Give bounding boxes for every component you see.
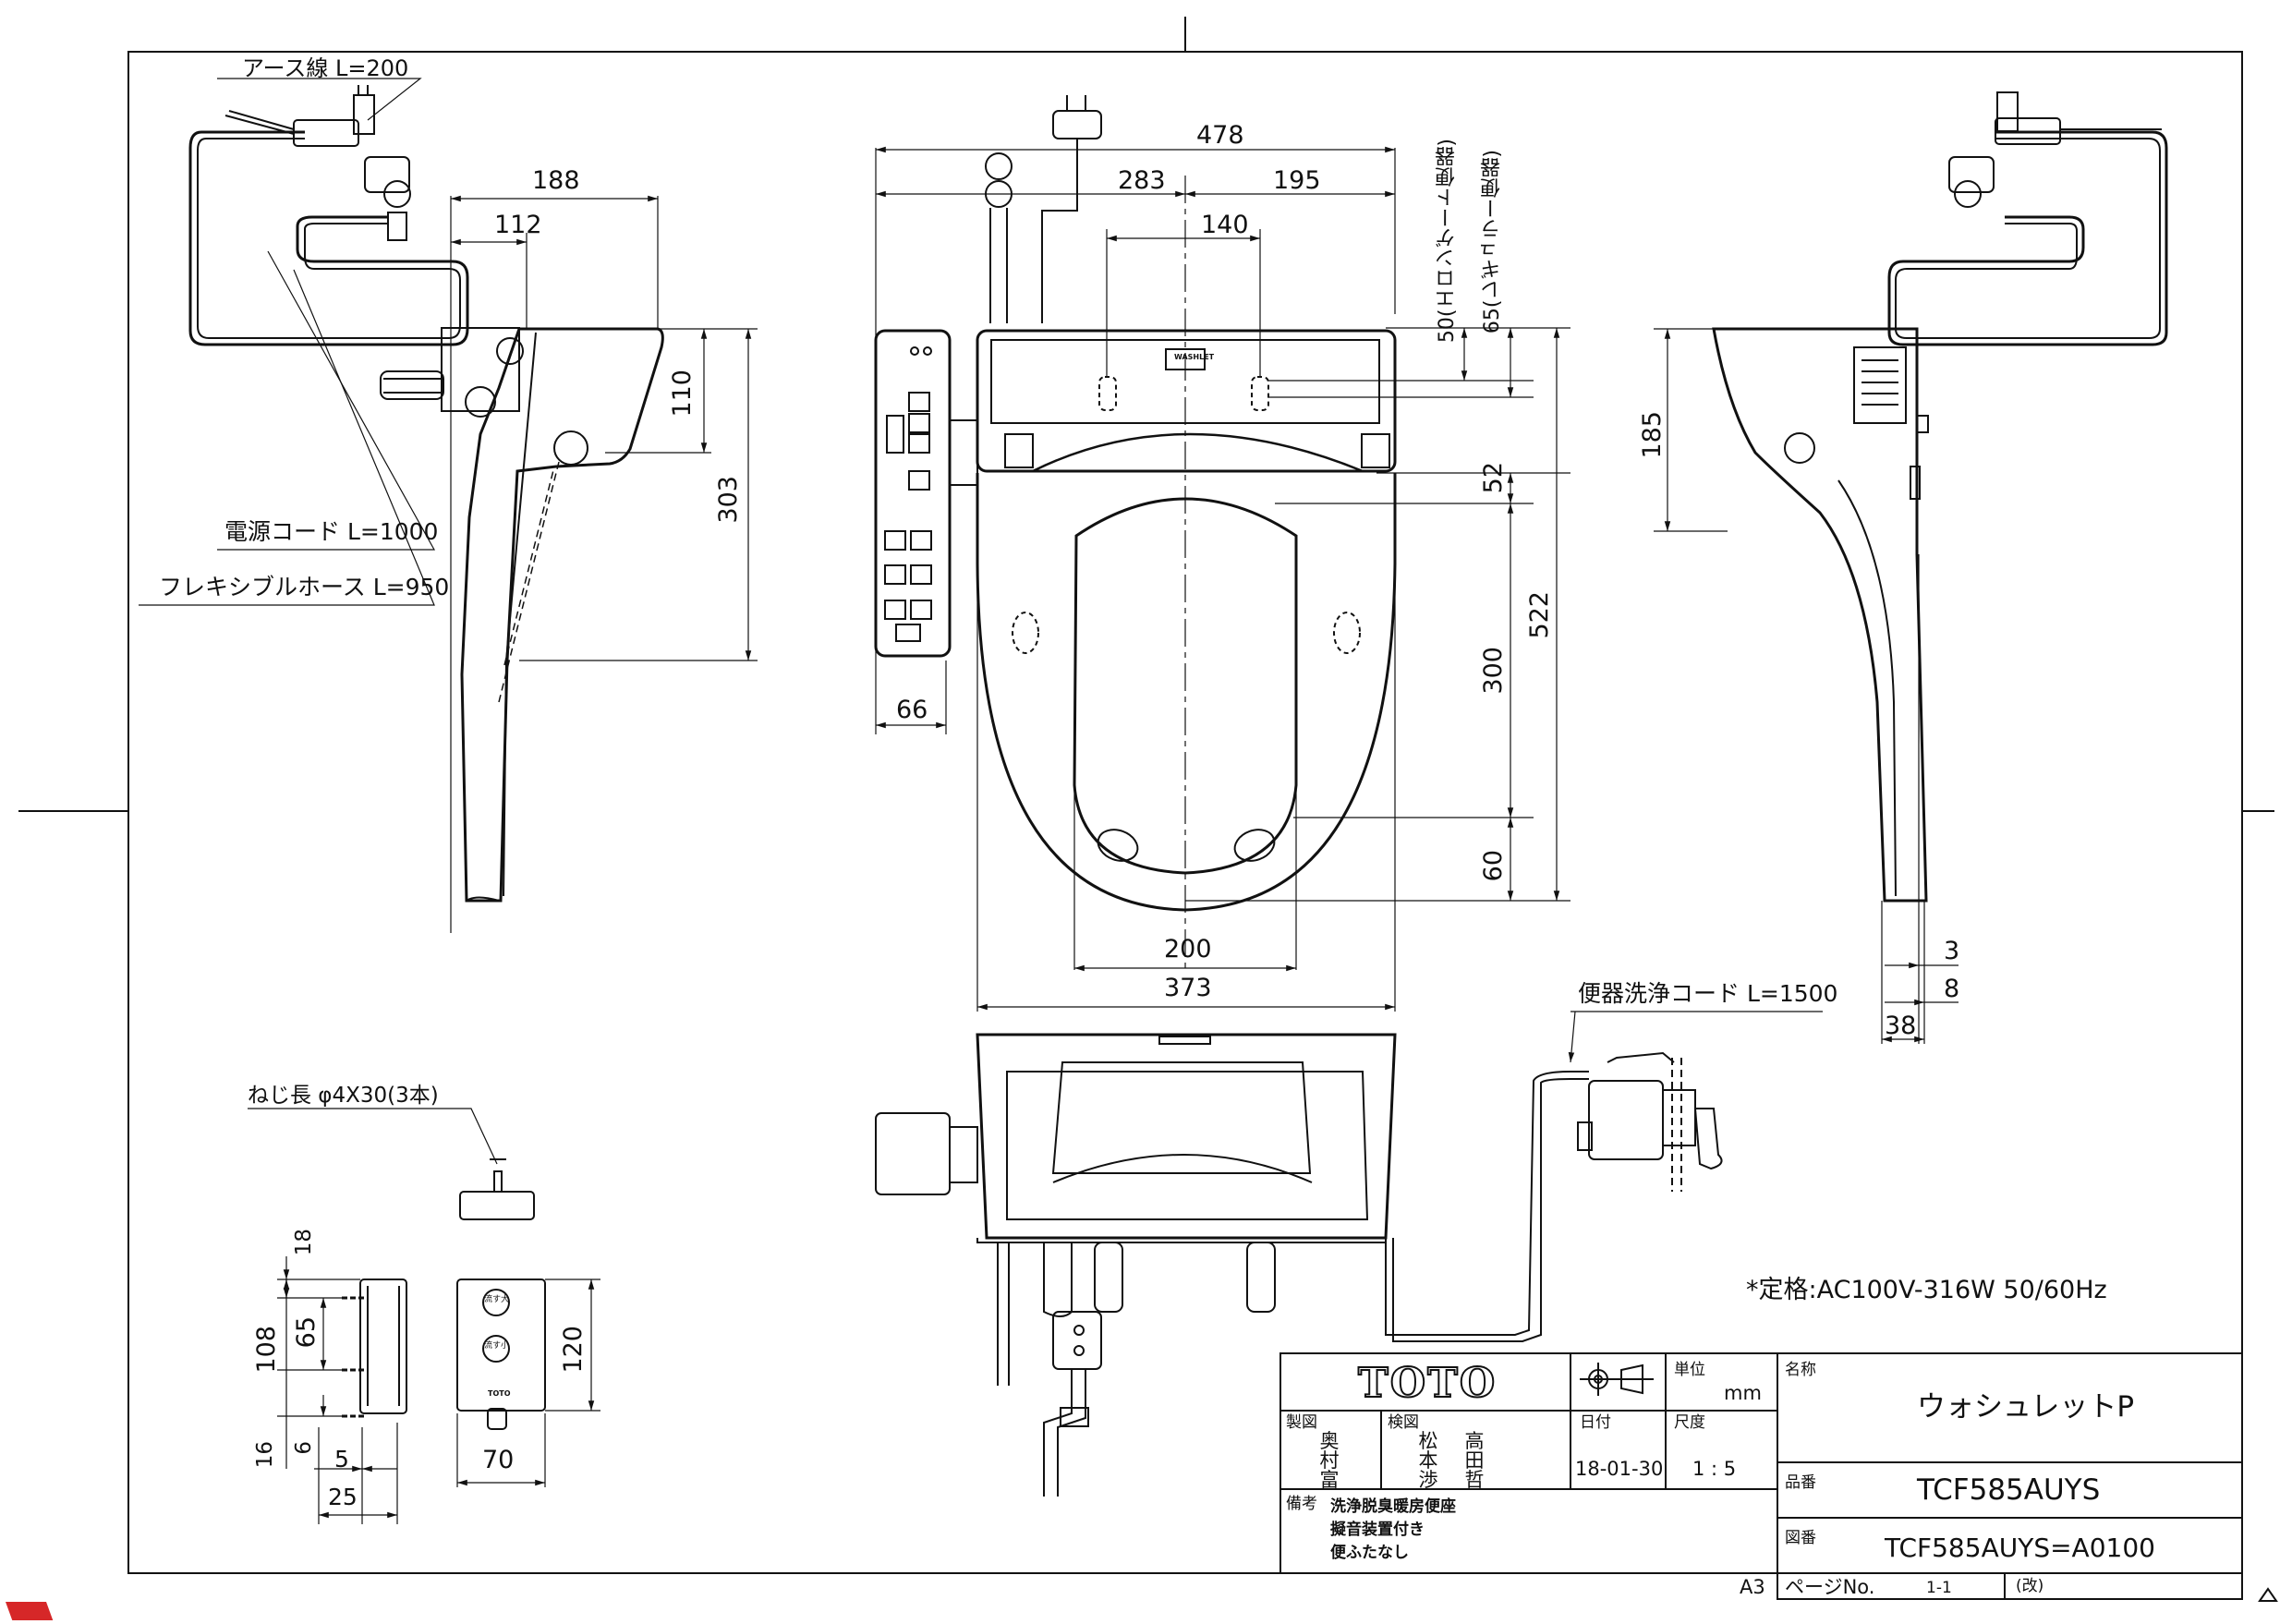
dim-25: 25 xyxy=(328,1484,358,1510)
drawing-no-label: 図番 xyxy=(1785,1529,1816,1547)
dim-65-regular: 65(レギュラー便器) xyxy=(1481,150,1504,334)
unit-value: mm xyxy=(1724,1382,1762,1404)
revision-triangle-icon xyxy=(2258,1587,2278,1602)
drawn-label: 製図 xyxy=(1286,1413,1317,1432)
screw-label: ねじ長 φ4X30(3本) xyxy=(248,1084,439,1108)
dim-6: 6 xyxy=(292,1441,316,1455)
remarks-label: 備考 xyxy=(1286,1495,1317,1513)
dim-60: 60 xyxy=(1479,850,1508,882)
dim-140: 140 xyxy=(1201,211,1249,239)
dim-16: 16 xyxy=(253,1441,277,1469)
revision-label: (改) xyxy=(2016,1577,2044,1595)
page-label: ページNo. xyxy=(1785,1576,1875,1598)
top-view xyxy=(874,95,1570,1012)
page-value: 1-1 xyxy=(1926,1579,1952,1597)
unit-label: 単位 xyxy=(1674,1361,1705,1379)
dim-185: 185 xyxy=(1638,411,1667,459)
dim-70: 70 xyxy=(482,1446,515,1474)
dim-52: 52 xyxy=(1479,462,1508,494)
left-side-view xyxy=(139,78,758,933)
dim-8: 8 xyxy=(1944,975,1960,1003)
dim-112: 112 xyxy=(494,211,542,239)
remote-views xyxy=(277,1256,600,1524)
right-side-view xyxy=(1654,91,2168,1044)
dim-50-elongated: 50(エロンゲート便器) xyxy=(1436,139,1459,344)
dim-5: 5 xyxy=(334,1446,349,1473)
remote-brand: TOTO xyxy=(488,1389,511,1398)
dim-522: 522 xyxy=(1525,591,1554,639)
dim-188: 188 xyxy=(532,166,580,195)
flush-cord-label: 便器洗浄コード L=1500 xyxy=(1578,980,1838,1007)
power-cord-label: 電源コード L=1000 xyxy=(224,518,439,545)
dim-66: 66 xyxy=(896,696,928,724)
earth-wire-label: アース線 L=200 xyxy=(242,55,409,81)
toto-logo: TOTO xyxy=(1357,1359,1498,1408)
paper-size: A3 xyxy=(1740,1576,1765,1598)
remarks-line-2: 擬音装置付き xyxy=(1330,1521,1425,1539)
drawn-names: 奥 村 富 xyxy=(1319,1430,1340,1491)
seat-logo-text: WASHLET xyxy=(1174,353,1215,361)
remote-btn-big: 流す大 xyxy=(484,1295,510,1304)
front-view xyxy=(875,1033,1723,1497)
name-label: 名称 xyxy=(1785,1361,1816,1379)
product-name: ウォシュレットP xyxy=(1917,1390,2135,1424)
part-no-label: 品番 xyxy=(1785,1473,1816,1492)
scale-label: 尺度 xyxy=(1674,1413,1705,1432)
date-value: 18-01-30 xyxy=(1575,1458,1664,1480)
dim-283: 283 xyxy=(1118,166,1166,195)
scale-value: 1 : 5 xyxy=(1692,1458,1737,1480)
checked-label: 検図 xyxy=(1388,1413,1419,1432)
date-label: 日付 xyxy=(1580,1413,1611,1432)
seat-logo-plate xyxy=(1165,348,1206,370)
dim-38: 38 xyxy=(1885,1012,1917,1040)
screw-detail xyxy=(248,1108,535,1220)
dim-120: 120 xyxy=(559,1326,588,1374)
checked-names-1: 松 本 渉 xyxy=(1418,1430,1438,1491)
remarks-line-3: 便ふたなし xyxy=(1330,1544,1409,1562)
dim-300: 300 xyxy=(1479,647,1508,695)
dim-3: 3 xyxy=(1944,937,1960,965)
remote-btn-small: 流す小 xyxy=(484,1341,510,1351)
dim-110: 110 xyxy=(668,370,697,418)
dim-303: 303 xyxy=(714,476,743,524)
flex-hose-label: フレキシブルホース L=950 xyxy=(159,574,450,600)
remarks-line-1: 洗浄脱臭暖房便座 xyxy=(1330,1497,1456,1516)
dim-200: 200 xyxy=(1164,935,1212,963)
dim-478: 478 xyxy=(1196,121,1244,150)
corner-logo-icon xyxy=(6,1602,54,1622)
dim-18: 18 xyxy=(292,1229,316,1256)
drawing-no: TCF585AUYS=A0100 xyxy=(1885,1533,2155,1563)
dim-65: 65 xyxy=(292,1316,321,1349)
dim-373: 373 xyxy=(1164,974,1212,1002)
title-block xyxy=(1279,1352,2243,1600)
rating-label: *定格:AC100V-316W 50/60Hz xyxy=(1746,1276,2107,1304)
checked-names-2: 高 田 哲 xyxy=(1464,1430,1485,1491)
part-no: TCF585AUYS xyxy=(1917,1473,2101,1507)
dim-195: 195 xyxy=(1273,166,1321,195)
dim-108: 108 xyxy=(252,1326,281,1374)
